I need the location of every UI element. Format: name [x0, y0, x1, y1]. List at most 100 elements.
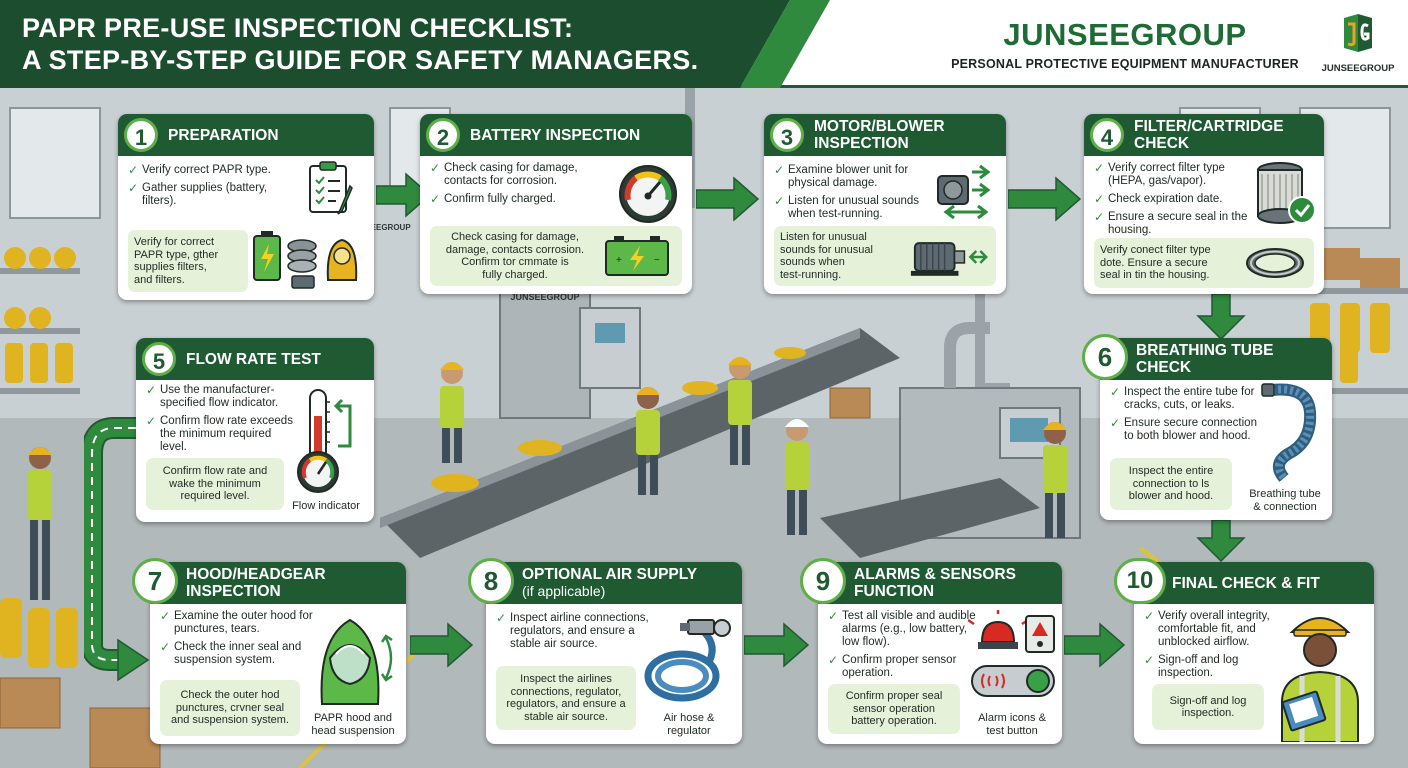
logo-mark-icon — [1344, 14, 1372, 52]
check-item: ✓Confirm proper sensor operation. — [828, 653, 957, 680]
step-title: ALARMS & SENSORS — [854, 566, 1016, 583]
check-icon: ✓ — [1094, 161, 1105, 175]
step-title: FINAL CHECK & FIT — [1172, 574, 1320, 592]
motor-icon — [910, 242, 988, 276]
papr-hood-icon — [320, 618, 393, 705]
check-icon: ✓ — [430, 161, 441, 175]
arrow-3-to-4-icon — [1008, 176, 1082, 222]
svg-text:−: − — [654, 255, 660, 266]
hood-icon — [326, 238, 358, 281]
test-button-icon — [971, 665, 1055, 697]
check-icon: ✓ — [146, 414, 157, 428]
step-number-7: 7 — [132, 558, 178, 604]
step-checklist: ✓Verify correct PAPR type. ✓Gather suppl… — [128, 164, 298, 213]
step-caption: Air hose &regulator — [663, 712, 715, 737]
supplies-illustration — [253, 231, 358, 289]
arrow-6-to-10-icon — [1196, 520, 1246, 562]
step-card-9: ALARMS & SENSORS FUNCTION ✓Test all visi… — [818, 562, 1062, 744]
worker-figures — [28, 357, 1067, 600]
check-icon: ✓ — [160, 609, 171, 623]
step-title: MOTOR/BLOWER — [814, 118, 945, 135]
step-title: FLOW RATE TEST — [186, 350, 321, 368]
brand-tagline: PERSONAL PROTECTIVE EQUIPMENT MANUFACTUR… — [951, 57, 1299, 71]
step-checklist: ✓Verify overall integrity, comfortable f… — [1144, 610, 1294, 685]
check-item: ✓Use the manufacturer-specified flow ind… — [146, 383, 279, 410]
check-icon: ✓ — [1110, 385, 1121, 399]
step-number-6: 6 — [1082, 334, 1128, 380]
check-item: ✓Ensure a secure seal in the housing. — [1094, 210, 1248, 237]
check-item: ✓Confirm flow rate exceeds the minimum r… — [146, 414, 293, 454]
check-icon: ✓ — [828, 609, 839, 623]
flow-indicator-icon — [297, 389, 352, 493]
check-icon: ✓ — [1144, 653, 1155, 667]
check-icon: ✓ — [1144, 609, 1155, 623]
step-checklist: ✓Examine blower unit for physical damage… — [774, 164, 934, 226]
page-title: PAPR PRE-USE INSPECTION CHECKLIST: A STE… — [22, 12, 762, 76]
worker-clipboard-icon — [1281, 617, 1359, 742]
step-number-10: 10 — [1114, 558, 1166, 604]
logo-text: JUNSEEGROUP — [1321, 63, 1395, 74]
title-line-2: A STEP-BY-STEP GUIDE FOR SAFETY MANAGERS… — [22, 45, 699, 75]
battery-icon — [253, 231, 281, 281]
step-checklist: ✓Examine the outer hood for punctures, t… — [160, 610, 320, 672]
arrow-1-to-2-icon — [376, 172, 432, 218]
step-caption: Breathing tube& connection — [1249, 488, 1321, 513]
blower-icon — [937, 164, 991, 220]
brand-block: JUNSEEGROUP PERSONAL PROTECTIVE EQUIPMEN… — [935, 18, 1315, 72]
step-number-9: 9 — [800, 558, 846, 604]
check-item: ✓Inspect the entire tube for cracks, cut… — [1110, 385, 1255, 412]
step-header: HOOD/HEADGEAR INSPECTION — [150, 562, 406, 604]
step-header: 2 BATTERY INSPECTION — [420, 114, 692, 156]
step-card-3: 3 MOTOR/BLOWER INSPECTION ✓Examine blowe… — [764, 114, 1006, 294]
check-item: ✓Sign-off and log inspection. — [1144, 653, 1239, 680]
check-item: ✓Verify correct PAPR type. — [128, 163, 271, 177]
check-icon: ✓ — [496, 611, 507, 625]
gauge-icon — [619, 165, 677, 223]
step-number: 5 — [142, 342, 176, 376]
check-item: ✓Listen for unusual sounds when test-run… — [774, 194, 920, 221]
battery-icon: + − — [605, 236, 669, 276]
step-title: HOOD/HEADGEAR — [186, 566, 326, 583]
check-icon: ✓ — [774, 194, 785, 208]
step-title: PREPARATION — [168, 126, 279, 144]
step-checklist: ✓Use the manufacturer-specified flow ind… — [146, 384, 296, 459]
check-icon: ✓ — [1094, 192, 1105, 206]
check-item: ✓Examine blower unit for physical damage… — [774, 163, 909, 190]
arrow-5-to-7-icon — [84, 417, 150, 682]
check-icon: ✓ — [1110, 416, 1121, 430]
check-icon: ✓ — [146, 383, 157, 397]
header: PAPR PRE-USE INSPECTION CHECKLIST: A STE… — [0, 0, 1408, 88]
step-title-2: INSPECTION — [814, 135, 909, 152]
step-checklist: ✓Inspect airline connections, regulators… — [496, 612, 666, 656]
step-header: BREATHING TUBE CHECK — [1100, 338, 1332, 380]
air-hose-icon — [644, 619, 731, 702]
step-note: Check casing for damage,damage, contacts… — [430, 226, 682, 286]
check-item: ✓Verify correct filter type (HEPA, gas/v… — [1094, 161, 1225, 188]
step-header: OPTIONAL AIR SUPPLY (if applicable) — [486, 562, 742, 604]
arrow-2-to-3-icon — [696, 176, 760, 222]
arrow-9-to-10-icon — [1064, 622, 1126, 668]
step-card-8: OPTIONAL AIR SUPPLY (if applicable) ✓Ins… — [486, 562, 742, 744]
brand-logo: JUNSEEGROUP — [1320, 12, 1396, 78]
step-header: 5 FLOW RATE TEST — [136, 338, 374, 380]
step-title-2: (if applicable) — [522, 583, 606, 599]
alarm-panel-illustration — [968, 610, 1055, 697]
arrow-4-to-6-icon — [1196, 294, 1246, 340]
step-card-1: 1 PREPARATION ✓Verify correct PAPR type.… — [118, 114, 374, 300]
step-checklist: ✓Test all visible and audible alarms (e.… — [828, 610, 976, 685]
check-item: ✓Confirm fully charged. — [430, 192, 556, 206]
step-checklist: ✓Inspect the entire tube for cracks, cut… — [1110, 386, 1260, 448]
check-item: ✓Check expiration date. — [1094, 192, 1223, 206]
step-header: FINAL CHECK & FIT — [1134, 562, 1374, 604]
step-header: 1 PREPARATION — [118, 114, 374, 156]
clipboard-icon — [309, 161, 353, 215]
svg-text:+: + — [616, 255, 622, 266]
filter-cartridge-icon — [1257, 162, 1316, 224]
step-number: 4 — [1090, 118, 1124, 152]
